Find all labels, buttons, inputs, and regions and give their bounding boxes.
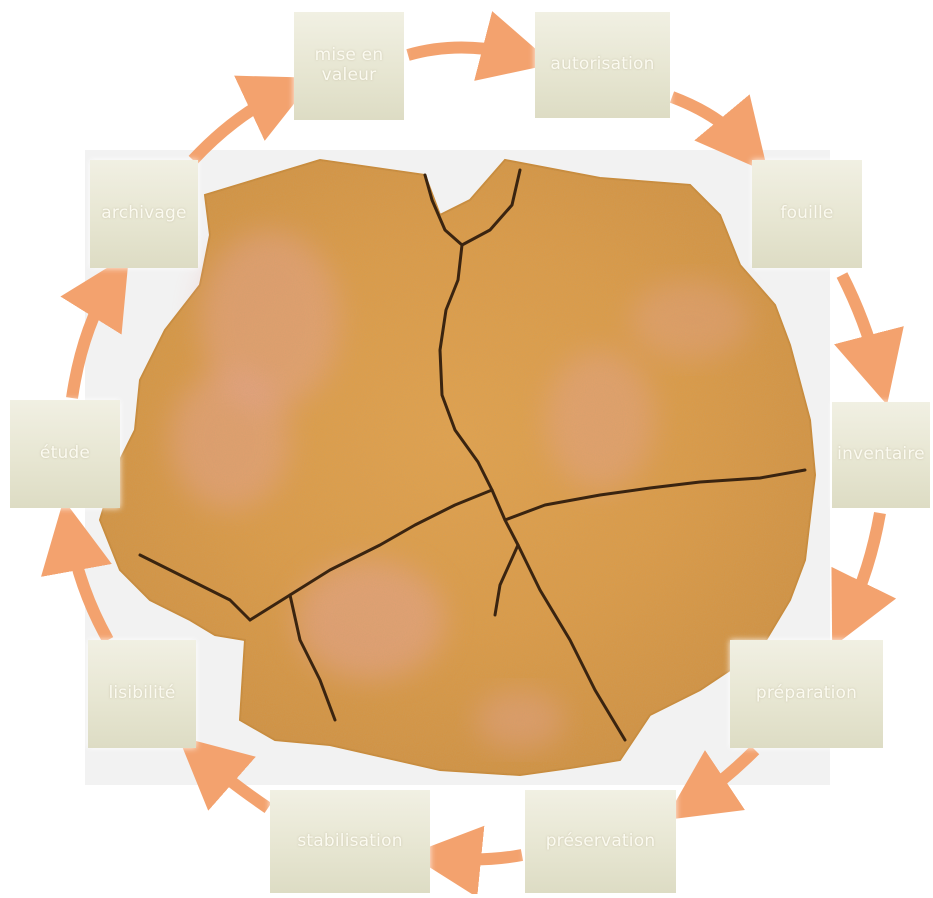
step-label: lisibilité [108, 684, 175, 704]
step-label: étude [40, 444, 90, 464]
arrow-1 [408, 48, 518, 56]
step-label: fouille [780, 204, 833, 224]
step-box-archivage: archivage [90, 160, 198, 268]
step-box-stabilisation: stabilisation [270, 790, 430, 893]
step-label: mise en valeur [315, 46, 384, 85]
arrow-3 [842, 275, 878, 370]
step-label: archivage [101, 204, 186, 224]
step-label: stabilisation [297, 832, 402, 852]
step-box-mise-en-valeur: mise en valeur [294, 12, 404, 120]
step-label: préparation [756, 684, 857, 704]
arrow-10 [193, 93, 282, 160]
arrow-6 [445, 855, 522, 859]
step-label: inventaire [837, 445, 925, 465]
step-box-inventaire: inventaire [832, 402, 930, 508]
step-box-fouille: fouille [752, 160, 862, 268]
step-box-autorisation: autorisation [535, 12, 670, 118]
step-box-etude: étude [10, 400, 120, 508]
arrow-4 [848, 513, 880, 615]
step-box-preparation: préparation [730, 640, 883, 748]
arrow-2 [672, 97, 745, 145]
step-box-preservation: préservation [525, 790, 676, 893]
step-box-lisibilite: lisibilité [88, 640, 196, 748]
step-label: préservation [546, 832, 656, 852]
step-label: autorisation [550, 55, 654, 75]
